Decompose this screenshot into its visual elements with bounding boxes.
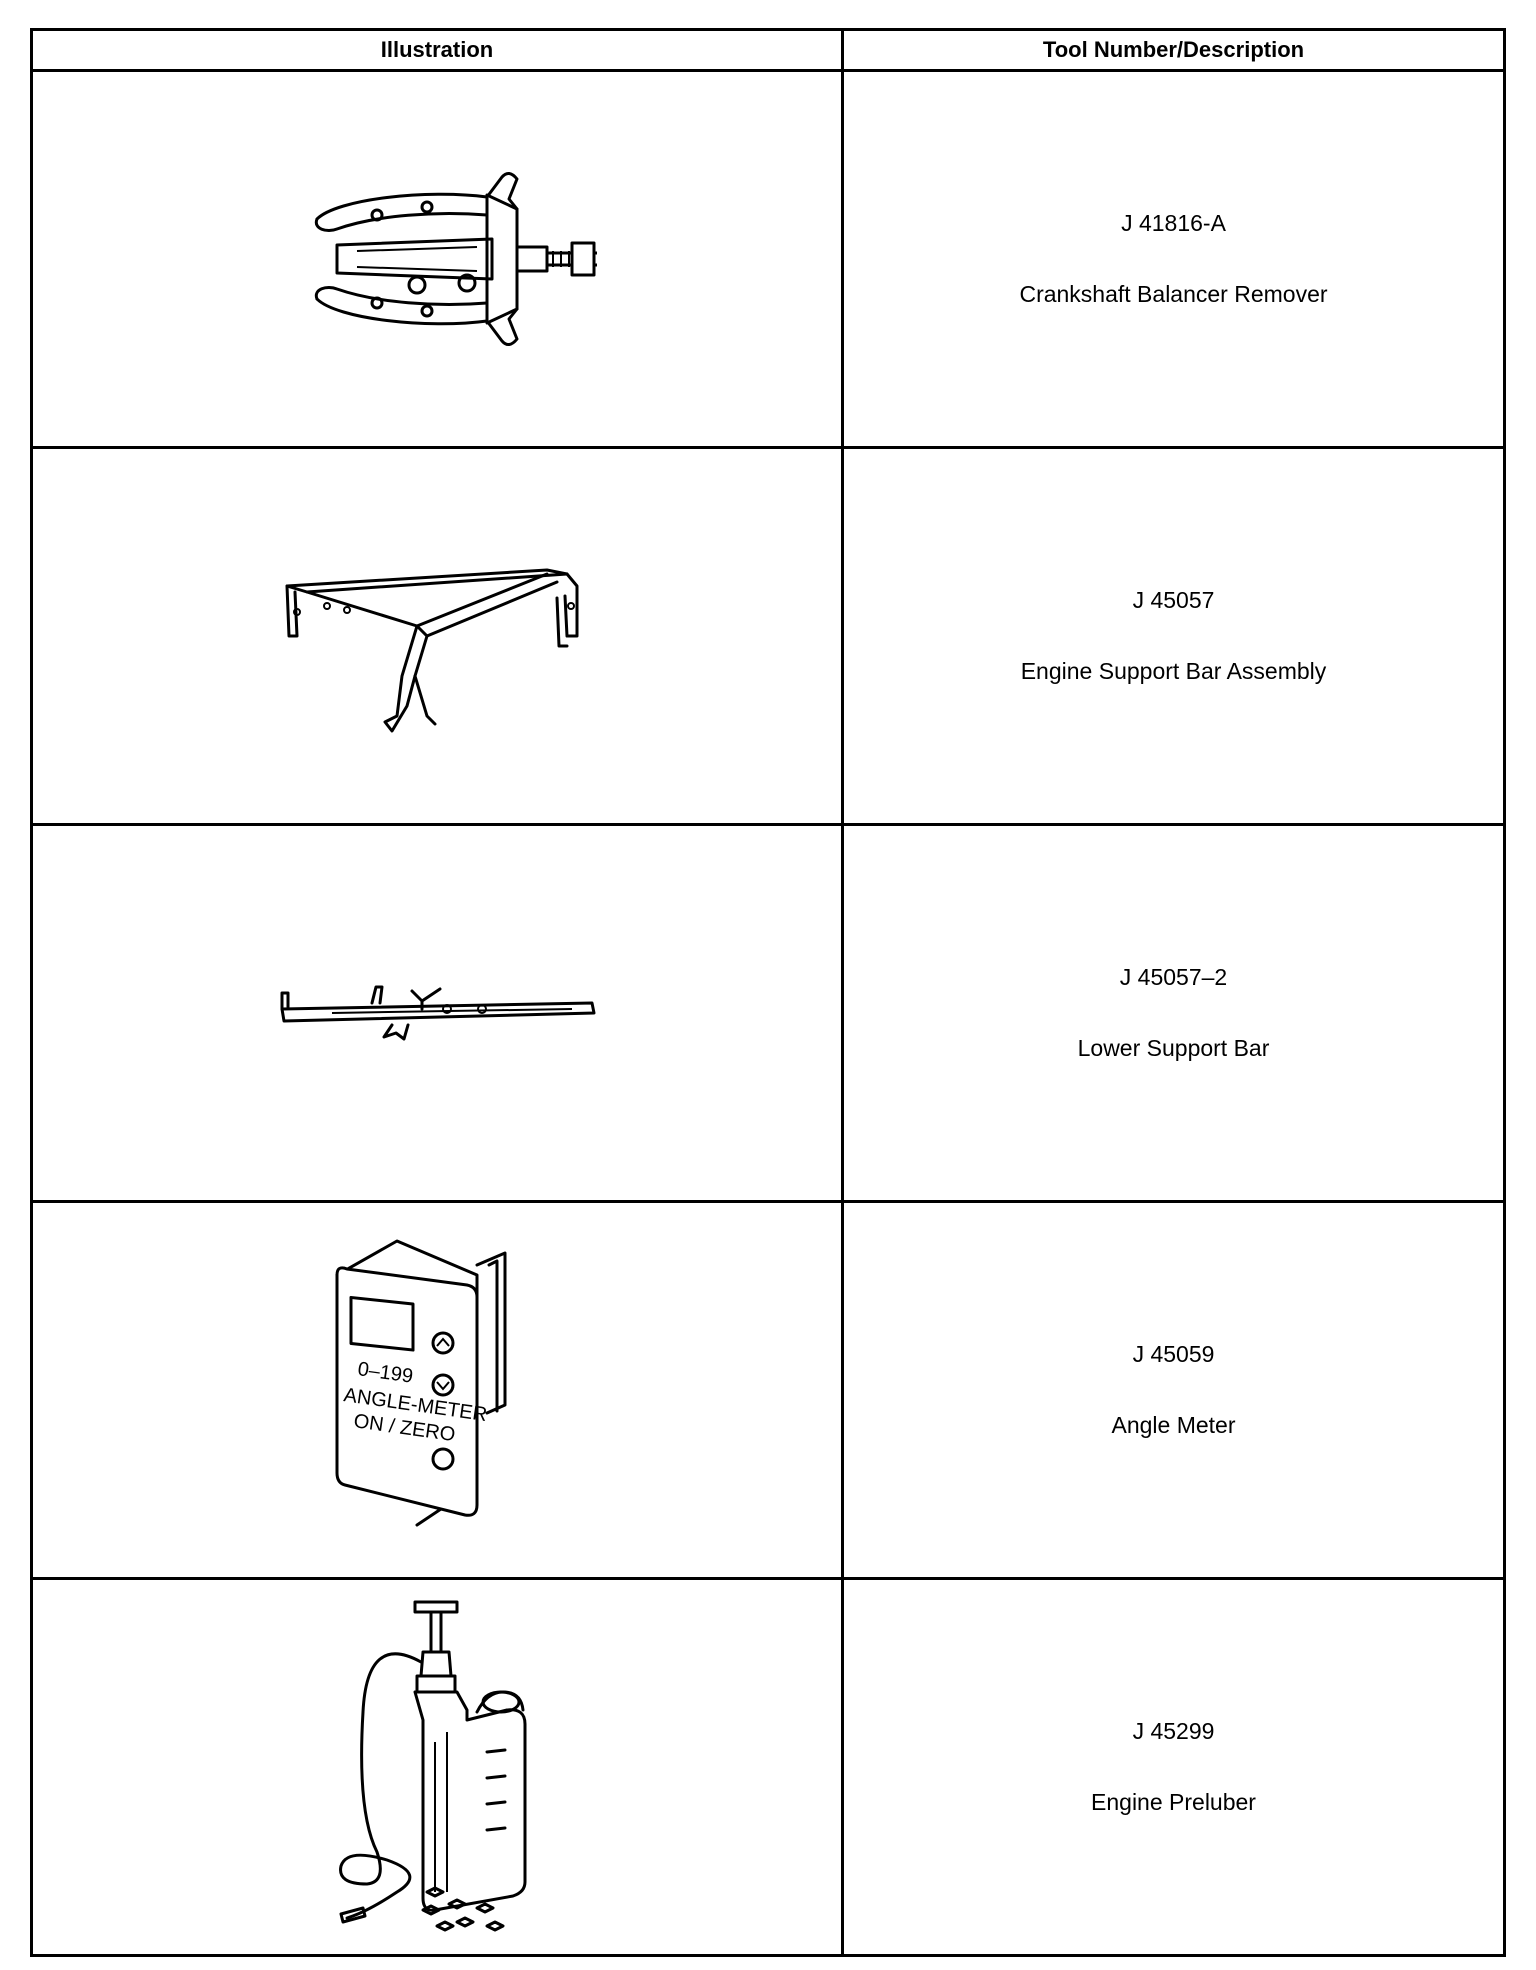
tool-cell: J 45057 Engine Support Bar Assembly <box>841 446 1506 826</box>
tool-description: Engine Preluber <box>1091 1789 1256 1815</box>
special-tools-table: Illustration Tool Number/Description <box>30 28 1506 1957</box>
tool-cell: J 41816-A Crankshaft Balancer Remover <box>841 69 1506 449</box>
table-header-row: Illustration Tool Number/Description <box>30 28 1506 72</box>
illustration-cell <box>30 1577 844 1957</box>
down-button-icon <box>431 1373 455 1397</box>
tool-cell: J 45057–2 Lower Support Bar <box>841 823 1506 1203</box>
tool-number: J 41816-A <box>1121 210 1226 236</box>
tool-cell: J 45059 Angle Meter <box>841 1200 1506 1580</box>
power-button-icon <box>431 1447 455 1471</box>
tool-number: J 45057–2 <box>1119 964 1228 990</box>
table-row: J 41816-A Crankshaft Balancer Remover <box>30 69 1506 449</box>
up-button-icon <box>431 1331 455 1355</box>
angle-meter-illustration: 0–199 ANGLE-METER ON / ZERO <box>335 1239 507 1527</box>
engine-preluber-illustration <box>339 1600 527 1932</box>
header-illustration: Illustration <box>30 28 844 72</box>
engine-support-bar-illustration <box>285 568 579 733</box>
illustration-cell: 0–199 ANGLE-METER ON / ZERO <box>30 1200 844 1580</box>
table-row: J 45057–2 Lower Support Bar <box>30 823 1506 1203</box>
tool-description: Lower Support Bar <box>1077 1035 1270 1061</box>
illustration-cell <box>30 446 844 826</box>
illustration-cell <box>30 69 844 449</box>
illustration-cell <box>30 823 844 1203</box>
tool-number: J 45299 <box>1132 1718 1215 1744</box>
table-row: J 45057 Engine Support Bar Assembly <box>30 446 1506 826</box>
tool-description: Engine Support Bar Assembly <box>1020 658 1327 684</box>
tool-description: Crankshaft Balancer Remover <box>1019 281 1328 307</box>
header-tool-number-description: Tool Number/Description <box>841 28 1506 72</box>
tool-number: J 45059 <box>1132 1341 1215 1367</box>
tool-description: Angle Meter <box>1111 1412 1236 1438</box>
tool-number: J 45057 <box>1132 587 1215 613</box>
table-row: J 45299 Engine Preluber <box>30 1577 1506 1957</box>
tool-cell: J 45299 Engine Preluber <box>841 1577 1506 1957</box>
crankshaft-balancer-remover-illustration <box>314 172 597 346</box>
lower-support-bar-illustration <box>280 985 596 1041</box>
table-row: 0–199 ANGLE-METER ON / ZERO J 45059 Angl… <box>30 1200 1506 1580</box>
